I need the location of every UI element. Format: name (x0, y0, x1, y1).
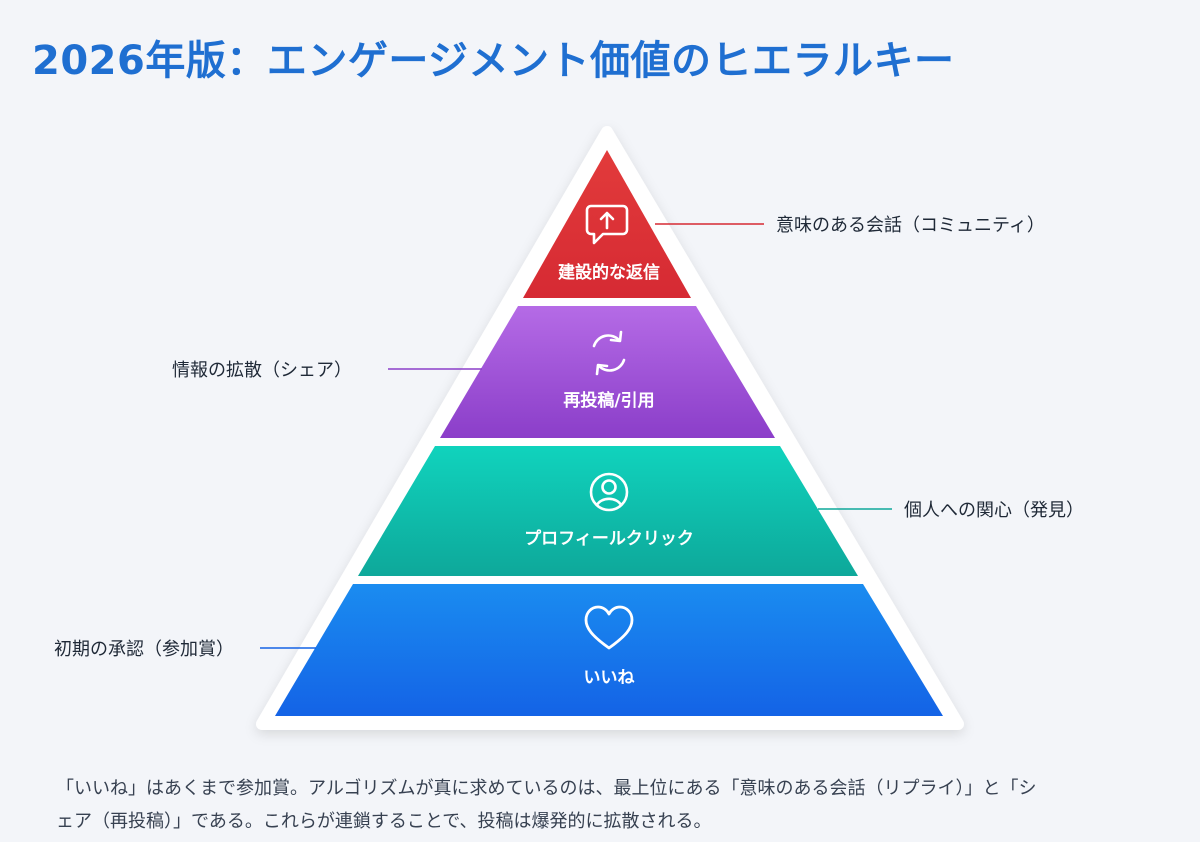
tier-2-repost-quote (440, 306, 775, 438)
tier-1-label: 建設的な返信 (558, 263, 660, 283)
tier-2-label: 再投稿/引用 (563, 391, 655, 411)
caption-line-1: 「いいね」はあくまで参加賞。アルゴリズムが真に求めているのは、最上位にある「意味… (56, 778, 1037, 799)
tier-4-label: いいね (583, 668, 635, 688)
tier-4-like (275, 584, 943, 716)
tier-3-annotation: 個人への関心（発見） (904, 500, 1084, 521)
page-title: 2026年版：エンゲージメント価値のヒエラルキー (32, 38, 955, 84)
heart-icon (584, 605, 634, 650)
reply-bubble-icon (585, 204, 629, 245)
caption-line-2: ェア（再投稿）」である。これらが連鎖することで、投稿は爆発的に拡散される。 (56, 811, 712, 832)
tier-1-annotation: 意味のある会話（コミュニティ） (776, 215, 1045, 236)
tier-4-annotation: 初期の承認（参加賞） (54, 639, 234, 660)
tier-3-label: プロフィールクリック (524, 529, 694, 549)
repost-icon (592, 330, 626, 376)
tier-2-annotation: 情報の拡散（シェア） (172, 360, 352, 381)
caption: 「いいね」はあくまで参加賞。アルゴリズムが真に求めているのは、最上位にある「意味… (56, 772, 1166, 838)
profile-icon (589, 472, 629, 512)
